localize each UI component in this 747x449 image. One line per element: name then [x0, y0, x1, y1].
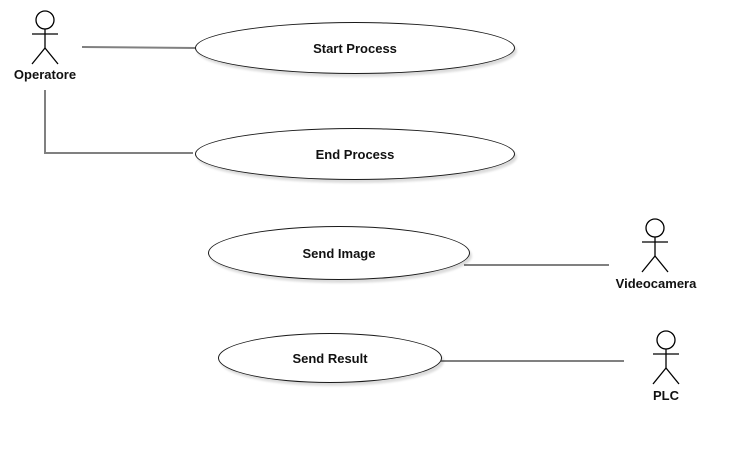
actor-operatore-label: Operatore: [13, 67, 77, 82]
usecase-send-image[interactable]: Send Image: [208, 226, 470, 280]
usecase-end-process-label: End Process: [315, 146, 395, 162]
association-operatore-end-process[interactable]: [44, 90, 193, 154]
actor-videocamera-label: Videocamera: [615, 276, 697, 291]
usecase-start-process-label: Start Process: [313, 40, 397, 56]
actor-videocamera-figure-icon[interactable]: [635, 218, 675, 274]
usecase-end-process[interactable]: End Process: [195, 128, 515, 180]
association-operatore-start-process[interactable]: [81, 46, 197, 49]
usecase-send-result[interactable]: Send Result: [218, 333, 442, 383]
usecase-send-result-label: Send Result: [292, 350, 368, 366]
actor-plc-label: PLC: [653, 388, 679, 403]
usecase-start-process[interactable]: Start Process: [195, 22, 515, 74]
usecase-send-image-label: Send Image: [302, 245, 376, 261]
actor-operatore-figure-icon[interactable]: [25, 10, 65, 66]
actor-plc-figure-icon[interactable]: [646, 330, 686, 386]
